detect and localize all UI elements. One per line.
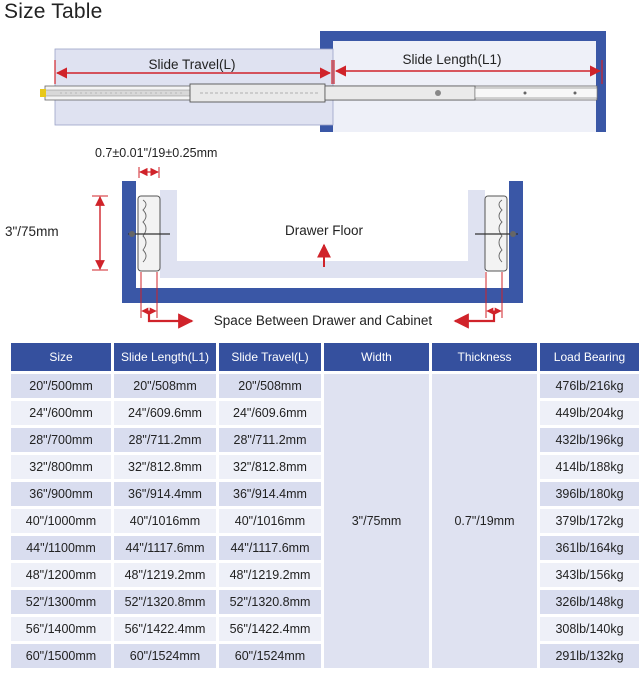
- header-load-bearing: Load Bearing: [540, 343, 639, 371]
- slide-rail: [44, 83, 598, 103]
- table-row: 48"/1200mm 48"/1219.2mm 48"/1219.2mm 343…: [11, 563, 639, 587]
- space-arrow-right: [453, 311, 496, 329]
- size-cell: 44"/1100mm: [11, 536, 111, 560]
- slide-travel-cell: 28"/711.2mm: [219, 428, 321, 452]
- slide-length-cell: 24"/609.6mm: [114, 401, 216, 425]
- space-between-label: Space Between Drawer and Cabinet: [214, 313, 433, 328]
- slide-travel-cell: 52"/1320.8mm: [219, 590, 321, 614]
- header-slide-length: Slide Length(L1): [114, 343, 216, 371]
- table-row: 36"/900mm 36"/914.4mm 36"/914.4mm 396lb/…: [11, 482, 639, 506]
- table-row: 20"/500mm 20"/508mm 20"/508mm 3"/75mm 0.…: [11, 374, 639, 668]
- cabinet-section: [122, 181, 523, 303]
- slide-travel-cell: 56"/1422.4mm: [219, 617, 321, 641]
- slide-length-cell: 44"/1117.6mm: [114, 536, 216, 560]
- table-row: 40"/1000mm 40"/1016mm 40"/1016mm 379lb/1…: [11, 509, 639, 533]
- header-slide-travel: Slide Travel(L): [219, 343, 321, 371]
- slide-travel-cell: 20"/508mm: [219, 374, 321, 398]
- slide-travel-cell: 24"/609.6mm: [219, 401, 321, 425]
- drawer-floor-label: Drawer Floor: [285, 223, 364, 238]
- space-arrow-left: [147, 311, 194, 329]
- load-bearing-cell: 379lb/172kg: [540, 509, 639, 533]
- table-row: 52"/1300mm 52"/1320.8mm 52"/1320.8mm 326…: [11, 590, 639, 614]
- table-row: 44"/1100mm 44"/1117.6mm 44"/1117.6mm 361…: [11, 536, 639, 560]
- slide-travel-cell: 44"/1117.6mm: [219, 536, 321, 560]
- page-title: Size Table: [4, 0, 103, 23]
- load-bearing-cell: 291lb/132kg: [540, 644, 639, 668]
- size-table: Size Slide Length(L1) Slide Travel(L) Wi…: [8, 340, 640, 671]
- slide-diagram: Slide Travel(L) Slide Length(L1) 0.7±0.0…: [5, 31, 606, 329]
- header-size: Size: [11, 343, 111, 371]
- slide-travel-cell: 36"/914.4mm: [219, 482, 321, 506]
- slide-profile-right: [475, 195, 518, 272]
- slide-travel-label: Slide Travel(L): [148, 57, 235, 72]
- load-bearing-cell: 326lb/148kg: [540, 590, 639, 614]
- load-bearing-cell: 476lb/216kg: [540, 374, 639, 398]
- slide-length-cell: 32"/812.8mm: [114, 455, 216, 479]
- load-bearing-cell: 308lb/140kg: [540, 617, 639, 641]
- load-bearing-cell: 361lb/164kg: [540, 536, 639, 560]
- table-row: 56"/1400mm 56"/1422.4mm 56"/1422.4mm 308…: [11, 617, 639, 641]
- size-cell: 56"/1400mm: [11, 617, 111, 641]
- size-cell: 28"/700mm: [11, 428, 111, 452]
- slide-travel-cell: 40"/1016mm: [219, 509, 321, 533]
- slide-profile-left: [128, 195, 170, 272]
- load-bearing-cell: 432lb/196kg: [540, 428, 639, 452]
- size-cell: 20"/500mm: [11, 374, 111, 398]
- gap-spec-label: 0.7±0.01"/19±0.25mm: [95, 146, 217, 160]
- size-cell: 60"/1500mm: [11, 644, 111, 668]
- table-row: 60"/1500mm 60"/1524mm 60"/1524mm 291lb/1…: [11, 644, 639, 668]
- slide-tip-marker: [40, 89, 46, 97]
- thickness-cell: 0.7"/19mm: [432, 374, 537, 668]
- table-row: 24"/600mm 24"/609.6mm 24"/609.6mm 449lb/…: [11, 401, 639, 425]
- slide-travel-cell: 48"/1219.2mm: [219, 563, 321, 587]
- slide-travel-cell: 60"/1524mm: [219, 644, 321, 668]
- slide-length-cell: 40"/1016mm: [114, 509, 216, 533]
- slide-length-cell: 36"/914.4mm: [114, 482, 216, 506]
- size-cell: 24"/600mm: [11, 401, 111, 425]
- table-row: 28"/700mm 28"/711.2mm 28"/711.2mm 432lb/…: [11, 428, 639, 452]
- slide-length-cell: 52"/1320.8mm: [114, 590, 216, 614]
- size-cell: 36"/900mm: [11, 482, 111, 506]
- size-cell: 32"/800mm: [11, 455, 111, 479]
- header-thickness: Thickness: [432, 343, 537, 371]
- slide-travel-cell: 32"/812.8mm: [219, 455, 321, 479]
- load-bearing-cell: 343lb/156kg: [540, 563, 639, 587]
- header-row: Size Slide Length(L1) Slide Travel(L) Wi…: [11, 343, 639, 371]
- table-row: 32"/800mm 32"/812.8mm 32"/812.8mm 414lb/…: [11, 455, 639, 479]
- slide-length-cell: 60"/1524mm: [114, 644, 216, 668]
- header-width: Width: [324, 343, 429, 371]
- width-cell: 3"/75mm: [324, 374, 429, 668]
- load-bearing-cell: 414lb/188kg: [540, 455, 639, 479]
- load-bearing-cell: 396lb/180kg: [540, 482, 639, 506]
- slide-length-cell: 20"/508mm: [114, 374, 216, 398]
- height-label: 3"/75mm: [5, 224, 59, 239]
- size-cell: 40"/1000mm: [11, 509, 111, 533]
- size-cell: 52"/1300mm: [11, 590, 111, 614]
- slide-length-cell: 48"/1219.2mm: [114, 563, 216, 587]
- slide-length-label: Slide Length(L1): [402, 52, 501, 67]
- size-cell: 48"/1200mm: [11, 563, 111, 587]
- slide-length-cell: 28"/711.2mm: [114, 428, 216, 452]
- slide-length-cell: 56"/1422.4mm: [114, 617, 216, 641]
- load-bearing-cell: 449lb/204kg: [540, 401, 639, 425]
